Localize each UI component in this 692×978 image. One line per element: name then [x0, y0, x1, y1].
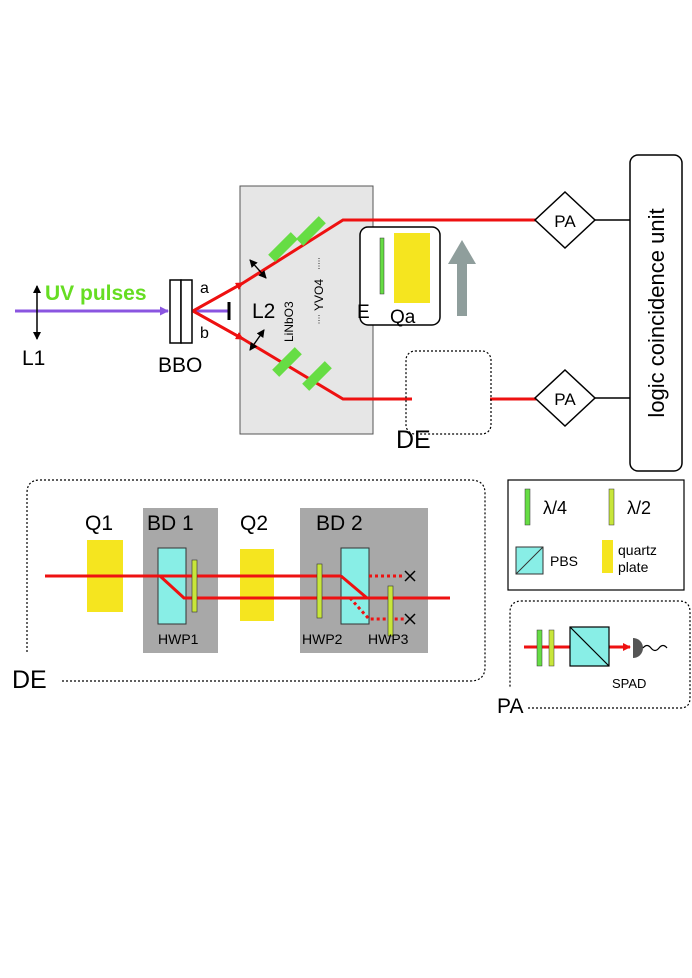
path-b-label: b [200, 325, 209, 342]
bbo-crystal [169, 279, 182, 344]
legend-quartz-label-2: plate [618, 559, 649, 575]
rotation-arrow [448, 240, 476, 316]
lens-l2-lower [249, 329, 265, 351]
e-waveplate [379, 237, 385, 295]
hwp3-label: HWP3 [368, 631, 409, 647]
coincidence-unit-box [629, 154, 683, 472]
legend-half-wave-icon [608, 488, 615, 526]
linbo3-label: LiNbO3 [282, 301, 296, 342]
legend-quartz-icon [602, 540, 613, 573]
de-detail-label: DE [12, 666, 47, 694]
hwp2 [316, 563, 323, 619]
legend-quarter-wave-icon [524, 488, 531, 526]
hwp2-label: HWP2 [302, 631, 343, 647]
coincidence-unit-label: logic coincidence unit [644, 208, 669, 417]
hwp1 [191, 559, 198, 613]
bbo-crystal-2 [180, 279, 193, 344]
legend-half-wave-label: λ/2 [627, 498, 651, 518]
e-label: E [357, 302, 370, 323]
de-box-top [405, 350, 492, 435]
q2-quartz-plate [240, 549, 274, 621]
de-beam-merge [340, 574, 368, 600]
lens-l2-label: L2 [252, 300, 275, 323]
pa-detail-label: PA [497, 695, 523, 718]
legend-quarter-wave-label: λ/4 [543, 498, 567, 518]
pa-bottom-label: PA [554, 390, 576, 409]
pa-top-diamond [533, 190, 597, 250]
de-detail-box [26, 479, 486, 682]
hwp1-label: HWP1 [158, 631, 199, 647]
spad-detector-icon [633, 638, 643, 658]
bd2-label: BD 2 [316, 512, 363, 535]
qa-label: Qa [390, 307, 416, 328]
legend-pbs-label: PBS [550, 553, 578, 569]
q2-label: Q2 [240, 512, 268, 535]
de-top-label: DE [396, 426, 431, 454]
pa-detail-quarter-wave [536, 629, 543, 667]
beam-stop-upper [404, 570, 416, 582]
beam-stop-lower [404, 613, 416, 625]
path-a-label: a [200, 280, 209, 297]
yvo4-label: YVO4 [312, 279, 326, 311]
hwp3 [387, 585, 394, 637]
bbo-label: BBO [158, 354, 202, 377]
qa-quartz-plate [394, 233, 430, 303]
bd1-label: BD 1 [147, 512, 194, 535]
linbo3-crystal-upper [268, 232, 298, 262]
legend-quartz-label-1: quartz [618, 542, 657, 558]
lens-l2-upper [249, 259, 267, 279]
q1-label: Q1 [85, 512, 113, 535]
uv-pulses-label: UV pulses [45, 282, 147, 305]
crystal-compensation-box [239, 185, 374, 435]
yvo4-crystal-upper [296, 216, 326, 246]
spad-label: SPAD [612, 676, 646, 691]
linbo3-crystal-lower [272, 347, 302, 377]
yvo4-crystal-lower [302, 361, 332, 391]
lens-l1-label: L1 [22, 347, 45, 370]
spad-cable-icon [642, 644, 668, 652]
pa-bottom-diamond [533, 368, 597, 428]
pa-detail-half-wave [548, 629, 555, 667]
pa-top-label: PA [554, 212, 576, 231]
